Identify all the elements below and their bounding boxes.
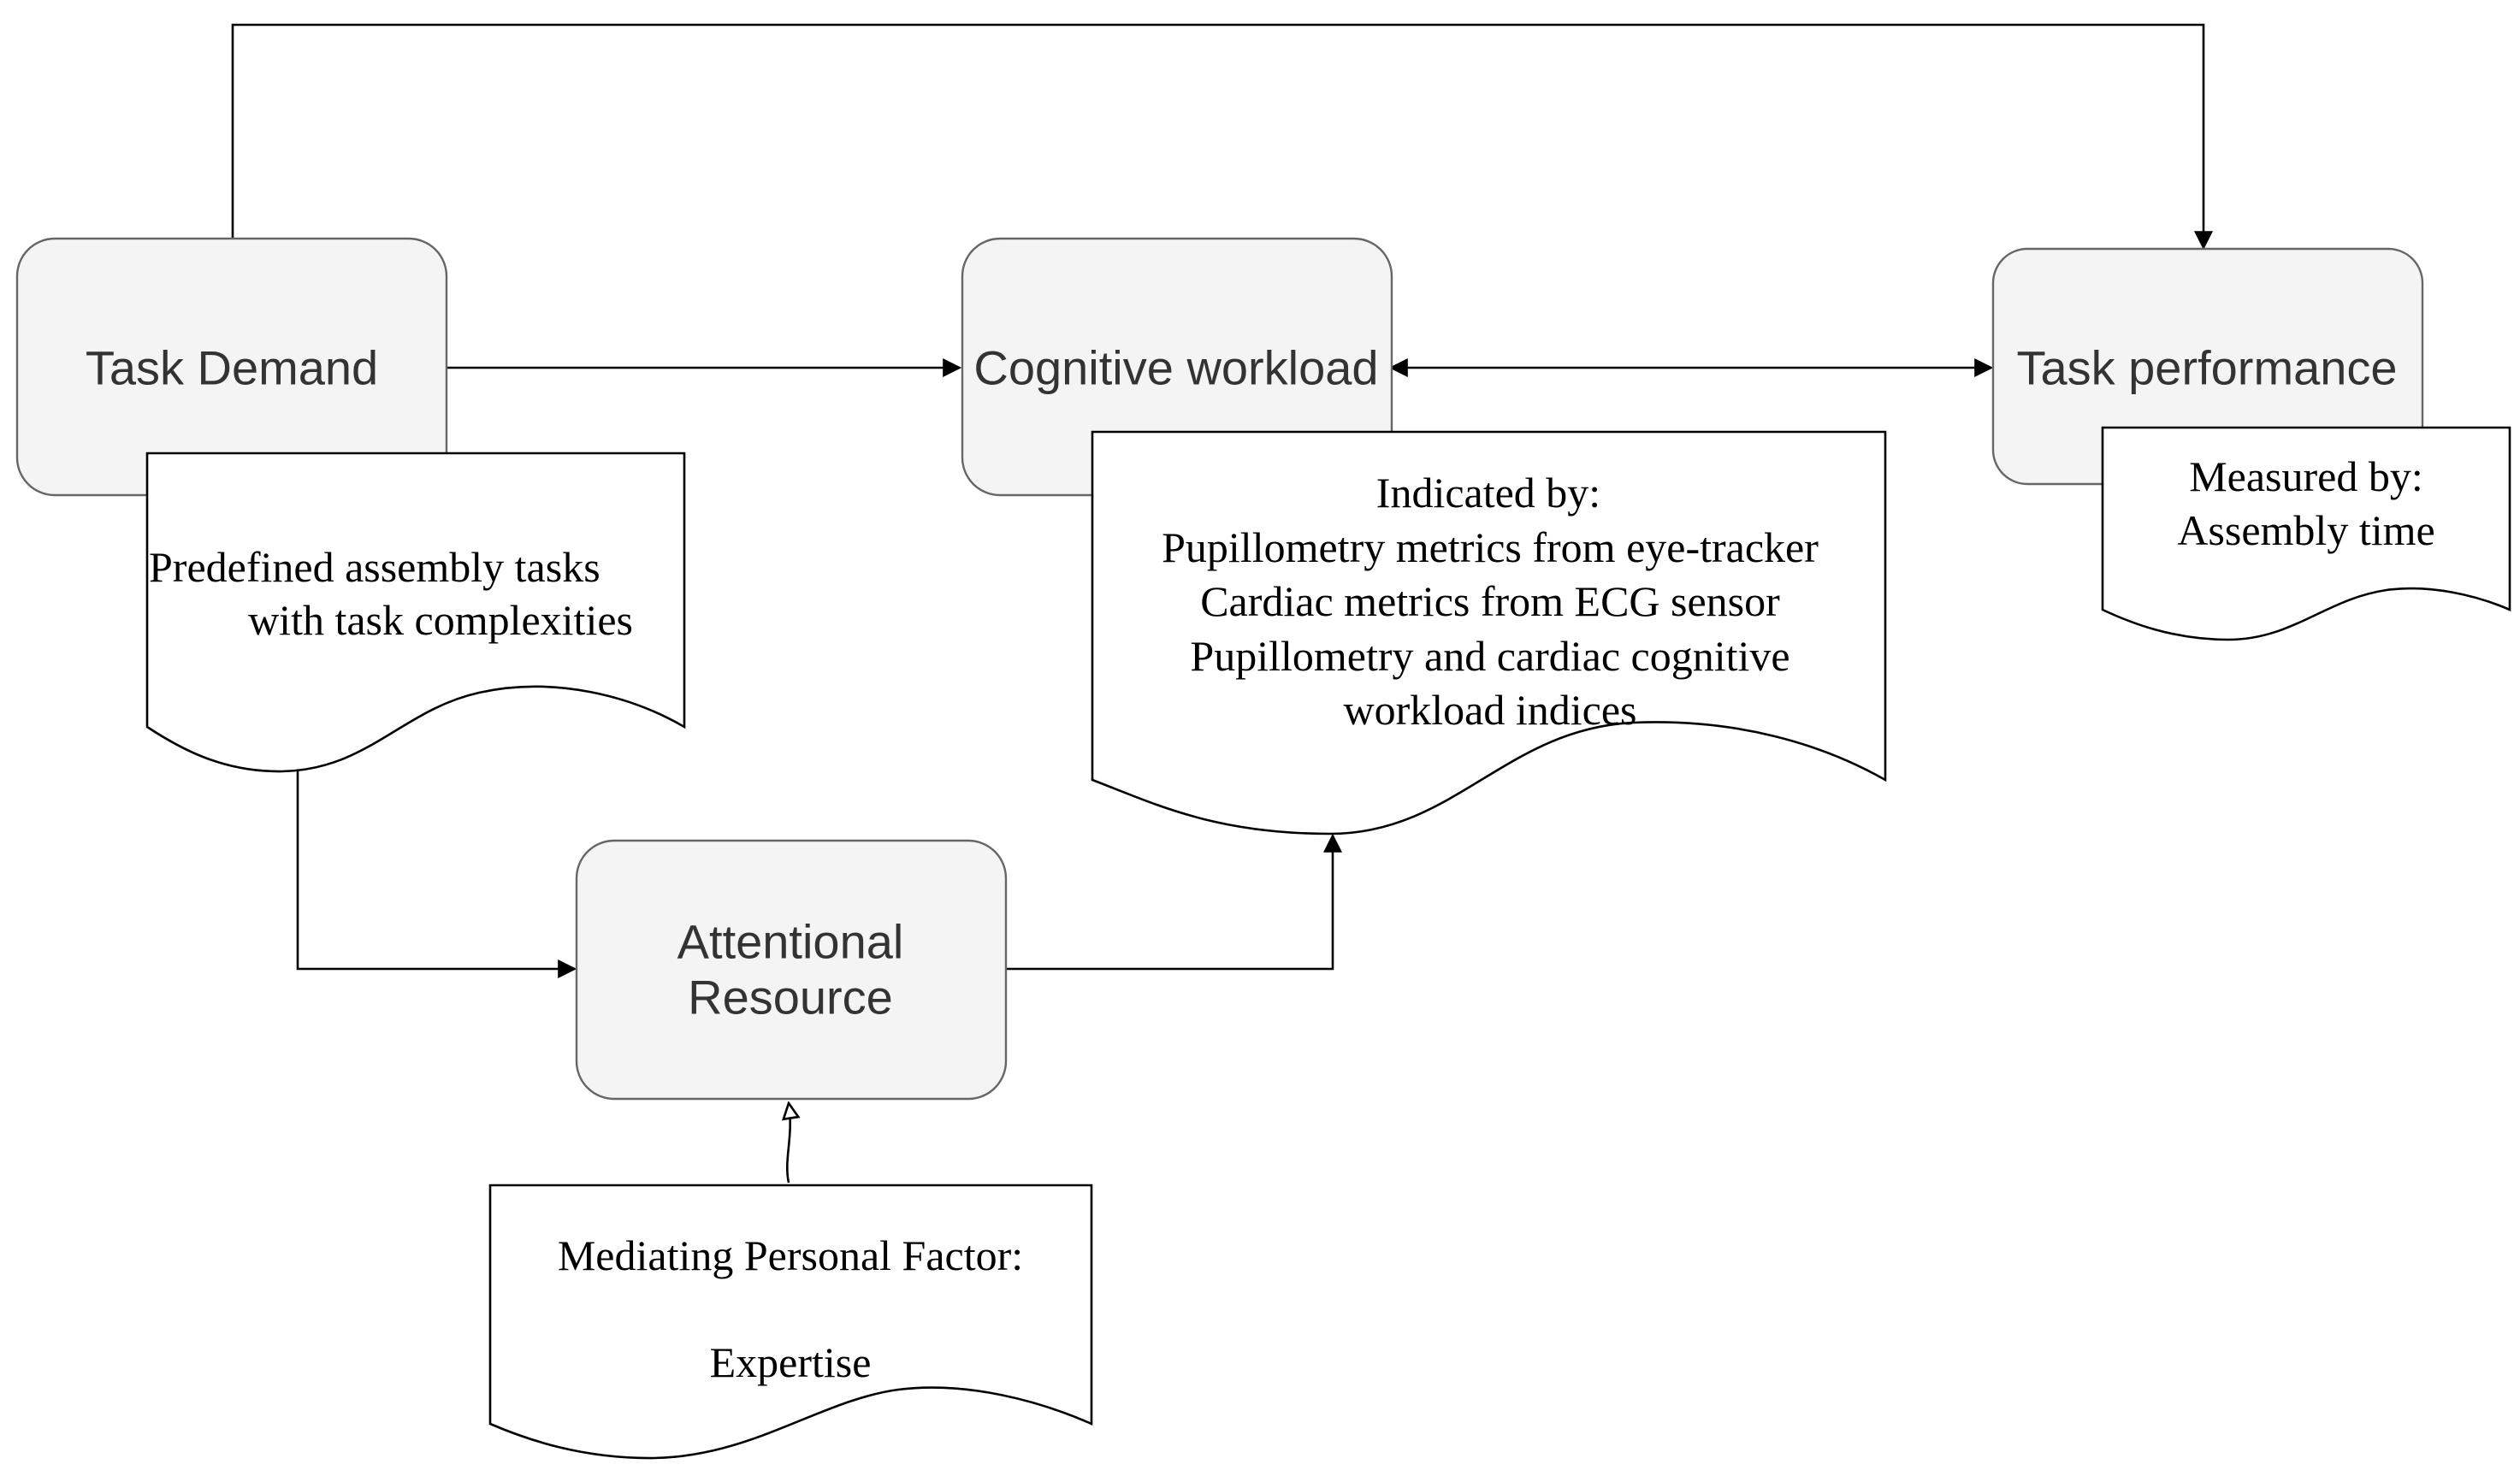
arrow-task-demand-note-to-attentional-resource [296, 771, 577, 978]
node-task-demand: Task Demand [15, 237, 448, 497]
document-line: workload indices [1344, 686, 1637, 734]
node-label: Task Demand [86, 341, 378, 395]
node-box [575, 839, 1008, 1101]
doc-expertise: Mediating Personal Factor: Expertise [488, 1184, 1093, 1460]
document-shape [2101, 426, 2511, 641]
node-label: Task performance [2016, 341, 2397, 395]
node-label: Resource [688, 971, 893, 1024]
document-line: Cardiac metrics from ECG sensor [1200, 577, 1780, 625]
node-attentional-resource: Attentional Resource [575, 839, 1008, 1101]
document-line: Assembly time [2177, 506, 2434, 554]
document-line: Pupillometry metrics from eye-tracker [1162, 523, 1819, 571]
document-line: Measured by: [2189, 452, 2423, 500]
doc-workload: Indicated by: Pupillometry metrics from … [1091, 430, 1887, 835]
document-shape [488, 1184, 1093, 1460]
node-label: Attentional [677, 915, 904, 969]
doc-task-demand: Predefined assembly tasks with task comp… [145, 452, 686, 773]
document-shape [145, 452, 686, 773]
document-line: Indicated by: [1376, 469, 1600, 517]
document-line: with task complexities [248, 596, 633, 644]
document-line: Mediating Personal Factor: [558, 1231, 1023, 1279]
doc-task-performance: Measured by: Assembly time [2101, 426, 2511, 641]
node-task-performance: Task performance [1991, 247, 2424, 486]
node-label: Cognitive workload [973, 341, 1378, 395]
arrow-expertise-to-attentional-resource [787, 1103, 790, 1184]
arrow-task-demand-to-task-performance [231, 23, 2213, 251]
document-line: Expertise [710, 1338, 872, 1386]
document-line: Predefined assembly tasks [149, 543, 600, 591]
document-shape [1091, 430, 1887, 835]
arrow-attentional-resource-to-workload-note [1006, 833, 1342, 971]
connectors [231, 23, 2213, 1184]
document-line: Pupillometry and cardiac cognitive [1190, 632, 1789, 680]
